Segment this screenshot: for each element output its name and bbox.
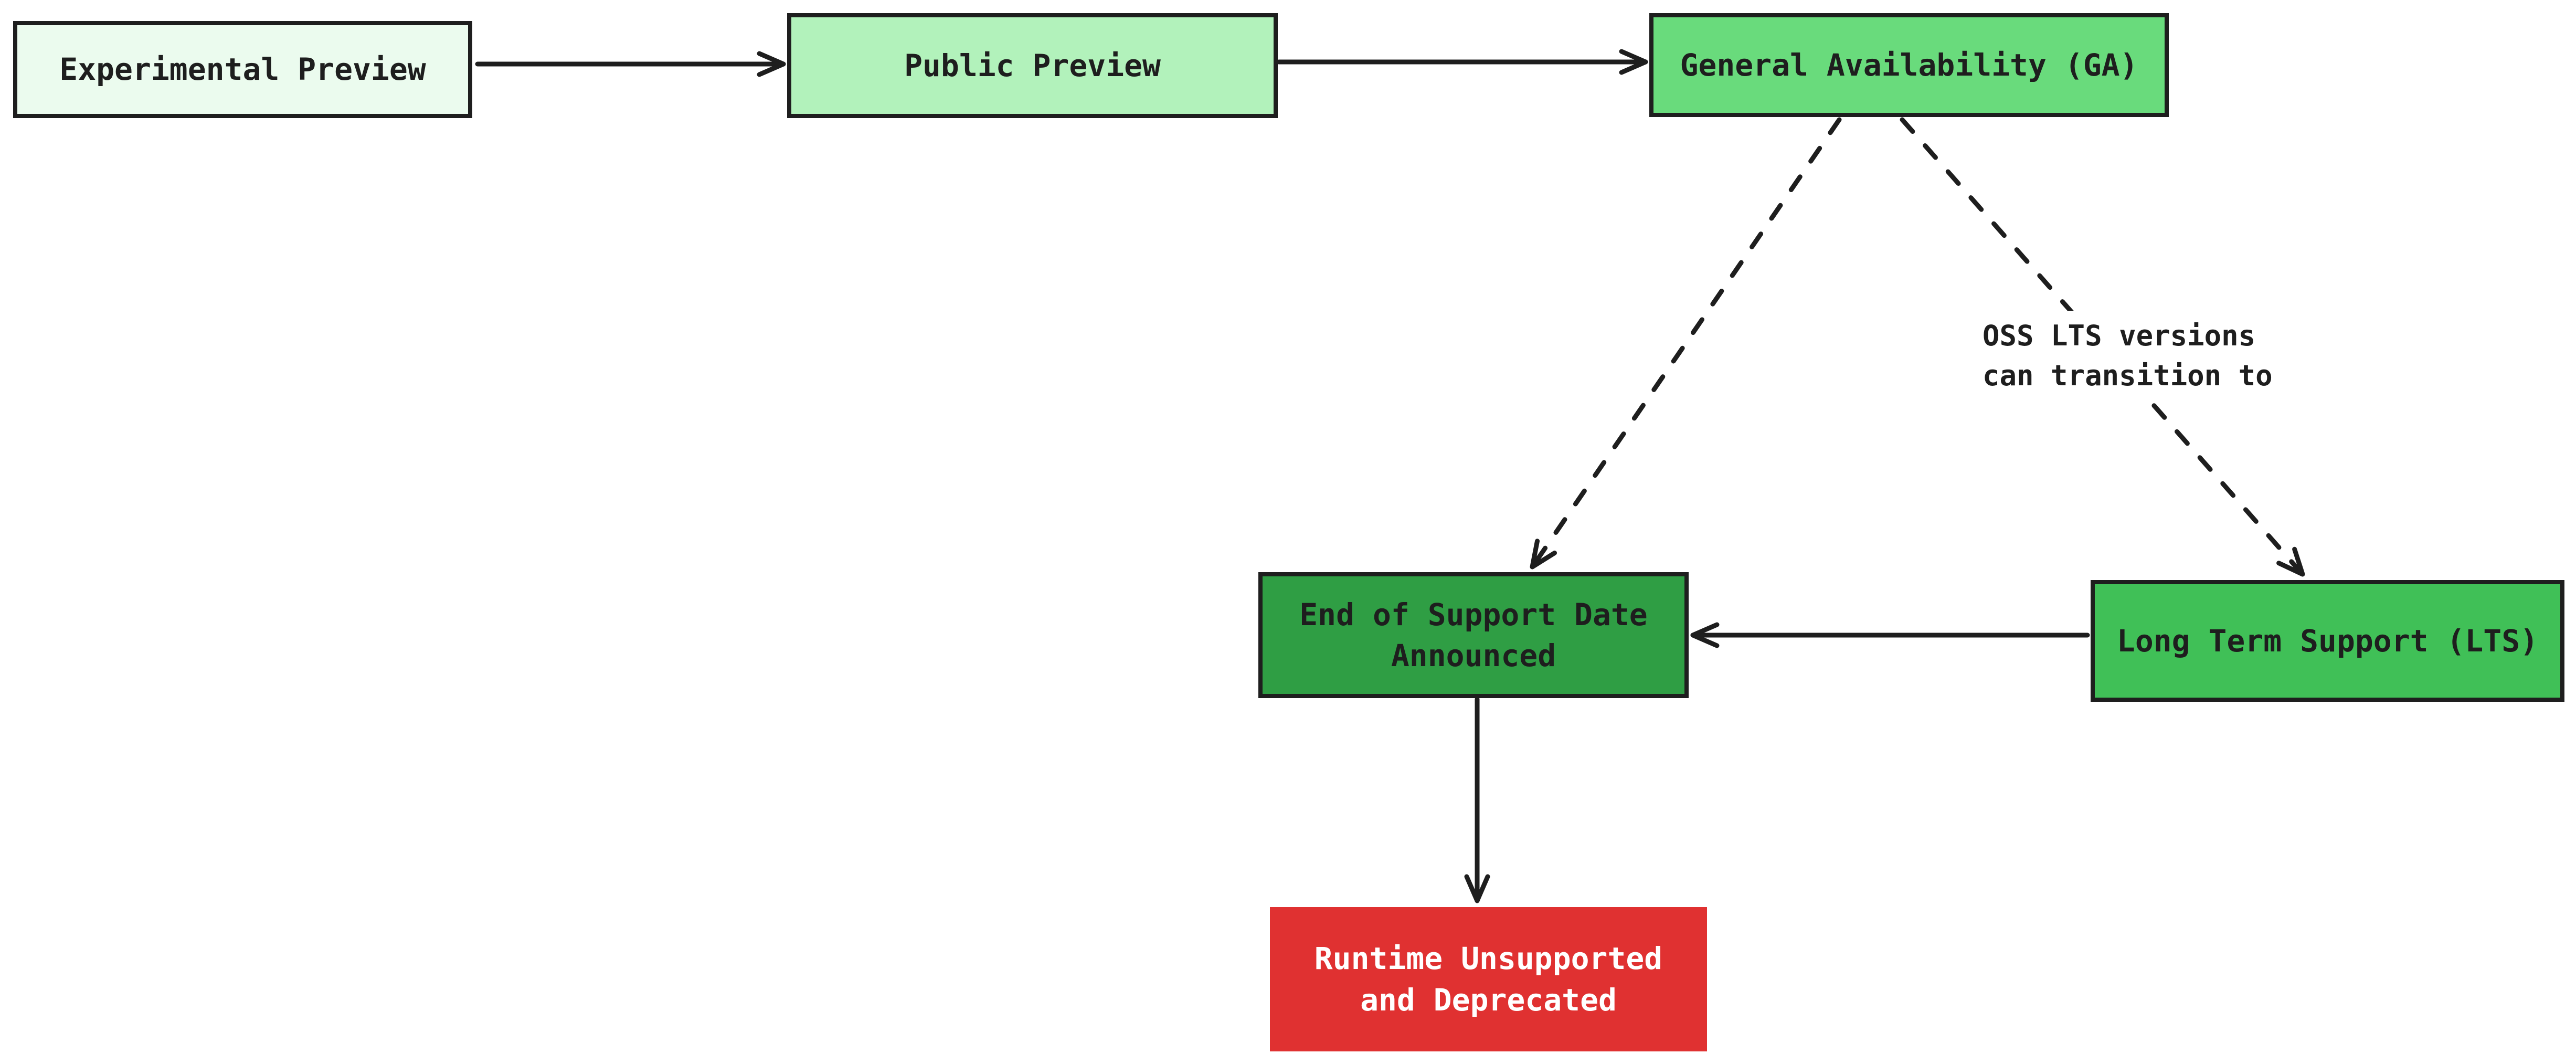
edge-ga-to-eos	[1530, 117, 1842, 570]
node-experimental-preview: Experimental Preview	[13, 21, 472, 118]
node-runtime-unsupported-deprecated: Runtime Unsupported and Deprecated	[1270, 907, 1707, 1051]
node-public-preview: Public Preview	[787, 13, 1278, 118]
edge-label-oss-lts-transition: OSS LTS versions can transition to	[1974, 311, 2281, 401]
node-end-of-support-date-announced: End of Support Date Announced	[1258, 572, 1689, 698]
node-general-availability: General Availability (GA)	[1649, 13, 2169, 117]
node-long-term-support: Long Term Support (LTS)	[2091, 580, 2564, 702]
